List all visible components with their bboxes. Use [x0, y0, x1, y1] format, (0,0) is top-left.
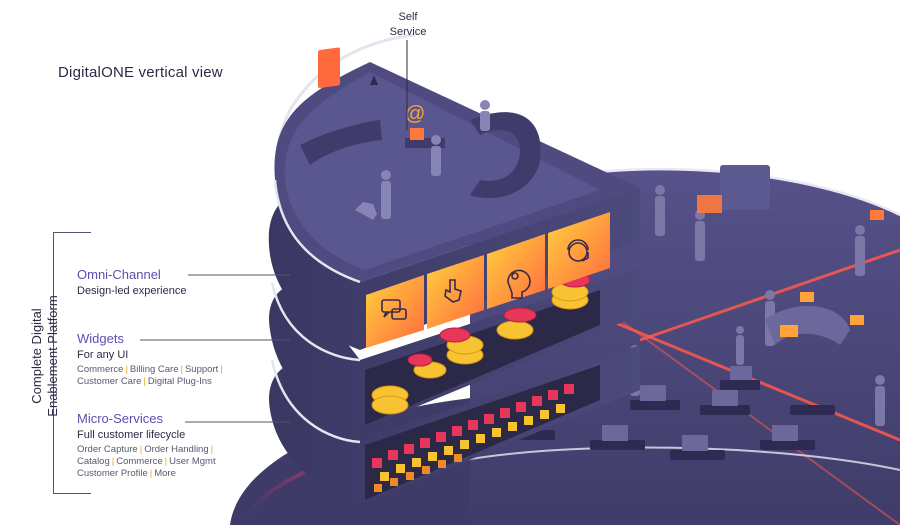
service-item: User Mgmt — [169, 456, 216, 467]
chat-icon — [381, 299, 407, 320]
widget-item: Billing Care — [129, 364, 179, 375]
omni-channel-panels — [366, 212, 610, 348]
platform-label: Complete Digital Enablement Platform — [29, 281, 61, 431]
micro-services-section: Micro-Services Full customer lifecycle O… — [77, 411, 216, 480]
platform-bracket — [53, 232, 91, 494]
headset-agent-icon — [567, 239, 589, 262]
micro-services-items: Order Capture|Order Handling| Catalog|Co… — [77, 444, 216, 480]
micro-services-items-row-1: Order Capture|Order Handling| — [77, 444, 214, 455]
omni-channel-section: Omni-Channel Design-led experience — [77, 267, 186, 297]
widget-item: Support — [184, 364, 219, 375]
service-item: Order Handling — [144, 444, 209, 455]
head-settings-icon — [507, 269, 531, 299]
widgets-items-row-2: Customer Care|Digital Plug-Ins — [77, 376, 212, 387]
hand-tap-icon — [444, 279, 462, 303]
platform-label-line-1: Complete Digital — [29, 308, 44, 404]
widgets-subtitle: For any UI — [77, 349, 129, 361]
widgets-section: Widgets For any UI Commerce|Billing Care… — [77, 331, 225, 388]
widgets-items-row-1: Commerce|Billing Care|Support| — [77, 364, 223, 375]
widgets-items: Commerce|Billing Care|Support| Customer … — [77, 364, 225, 388]
at-sign-icon: @ — [405, 103, 425, 125]
micro-services-subtitle: Full customer lifecycle — [77, 429, 186, 441]
self-service-line-2: Service — [389, 26, 427, 38]
micro-services-title: Micro-Services — [77, 411, 163, 426]
page-title: DigitalONE vertical view — [58, 64, 223, 81]
widgets-title: Widgets — [77, 331, 124, 346]
service-item: Commerce — [116, 456, 163, 467]
self-service-label: Self Service — [378, 10, 438, 40]
platform-label-line-2: Enablement Platform — [45, 295, 60, 417]
service-item: Catalog — [77, 456, 110, 467]
platform-tower: @ — [268, 47, 640, 505]
widget-item: Digital Plug-Ins — [147, 376, 212, 387]
widget-item: Customer Care — [77, 376, 142, 387]
omni-channel-subtitle: Design-led experience — [77, 285, 187, 297]
service-item: Order Capture — [77, 444, 138, 455]
widget-item: Commerce — [77, 364, 124, 375]
self-service-line-1: Self — [398, 11, 418, 23]
service-item: Customer Profile — [77, 468, 148, 479]
micro-services-items-row-3: Customer Profile|More — [77, 468, 176, 479]
service-item: More — [154, 468, 176, 479]
omni-channel-title: Omni-Channel — [77, 267, 161, 282]
micro-services-items-row-2: Catalog|Commerce|User Mgmt — [77, 456, 216, 467]
